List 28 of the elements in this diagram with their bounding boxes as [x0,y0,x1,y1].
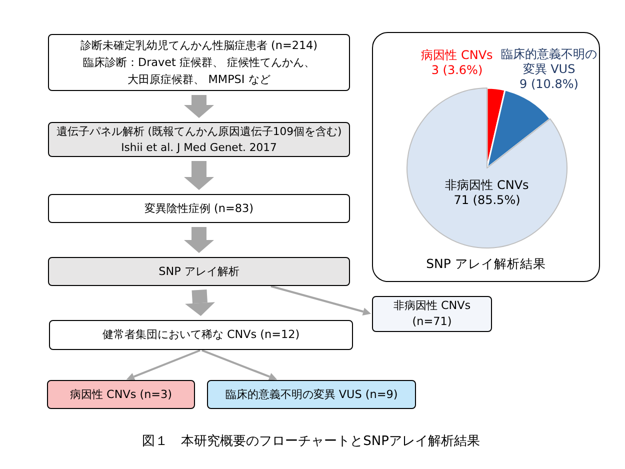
process-box: 変異陰性症例 (n=83) [48,194,350,223]
value-label: 3 (3.6%) [431,63,483,78]
process-box: 臨床的意義不明の変異 VUS (n=9) [207,380,416,409]
process-box [48,122,350,157]
value-label: 9 (10.8%) [520,77,578,92]
block-arrow [184,227,214,253]
slice-label: 病因性 CNVs [421,48,493,63]
arrow [126,349,200,380]
panel-title: SNP アレイ解析結果 [426,255,546,273]
diagnosis-list-text: 臨床診断：Dravet 症候群、 症候性てんかん、大田原症候群、 MMPSI など [82,55,316,88]
block-arrow [185,290,215,316]
figure-caption: 図１ 本研究概要のフローチャートとSNPアレイ解析結果 [142,433,480,451]
process-box [48,34,350,91]
arrow [202,349,278,380]
process-box: 病因性 CNVs (n=3) [47,380,195,409]
process-box: SNP アレイ解析 [48,257,350,286]
arrow [270,285,372,316]
method-text: 遺伝子パネル解析 (既報てんかん原因遺伝子109個を含む) [56,124,342,140]
citation-text: Ishii et al. J Med Genet. 2017 [121,140,277,156]
block-arrow [184,161,214,190]
block-arrow [184,95,214,118]
process-box: 非病因性 CNVs (n=71) [372,296,492,332]
slice-label: 非病因性 CNVs [445,178,529,193]
process-box: 健常者集団において稀な CNVs (n=12) [49,320,353,350]
patient-group-text: 診断未確定乳幼児てんかん性脳症患者 (n=214) [80,38,318,54]
slice-label: 臨床的意義不明の変異 VUS [500,47,598,77]
chart-panel [372,32,600,282]
value-label: 71 (85.5%) [454,193,520,208]
